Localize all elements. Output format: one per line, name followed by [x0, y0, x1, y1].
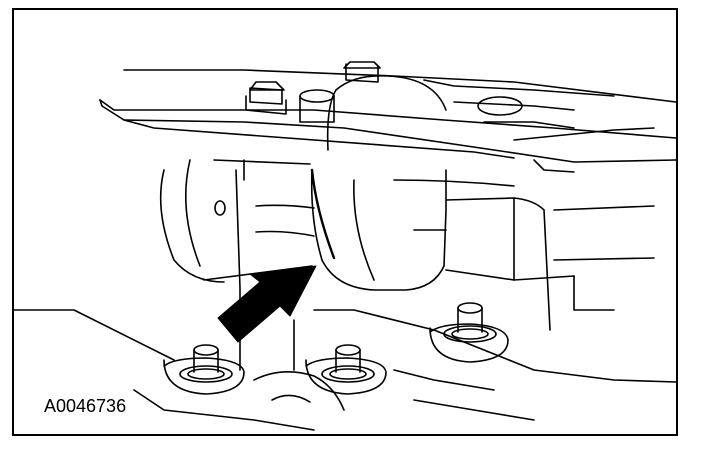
cap-bolt-middle — [299, 89, 335, 123]
arrow-icon — [217, 265, 317, 343]
lower-block — [14, 309, 676, 431]
stud-middle — [305, 344, 387, 395]
cap-bolt-right — [343, 61, 381, 83]
diagram-frame: A0046736 — [12, 8, 678, 436]
cap-bolt-left — [245, 81, 287, 115]
figure-id-label: A0046736 — [44, 396, 127, 416]
stud-right — [429, 302, 509, 363]
bearing-cap-plate — [99, 69, 676, 173]
main-bearing-journal — [310, 74, 447, 291]
engine-illustration — [14, 61, 676, 431]
shaft-right — [393, 179, 655, 331]
stud-left — [163, 344, 245, 395]
crankshaft-section — [159, 159, 315, 371]
